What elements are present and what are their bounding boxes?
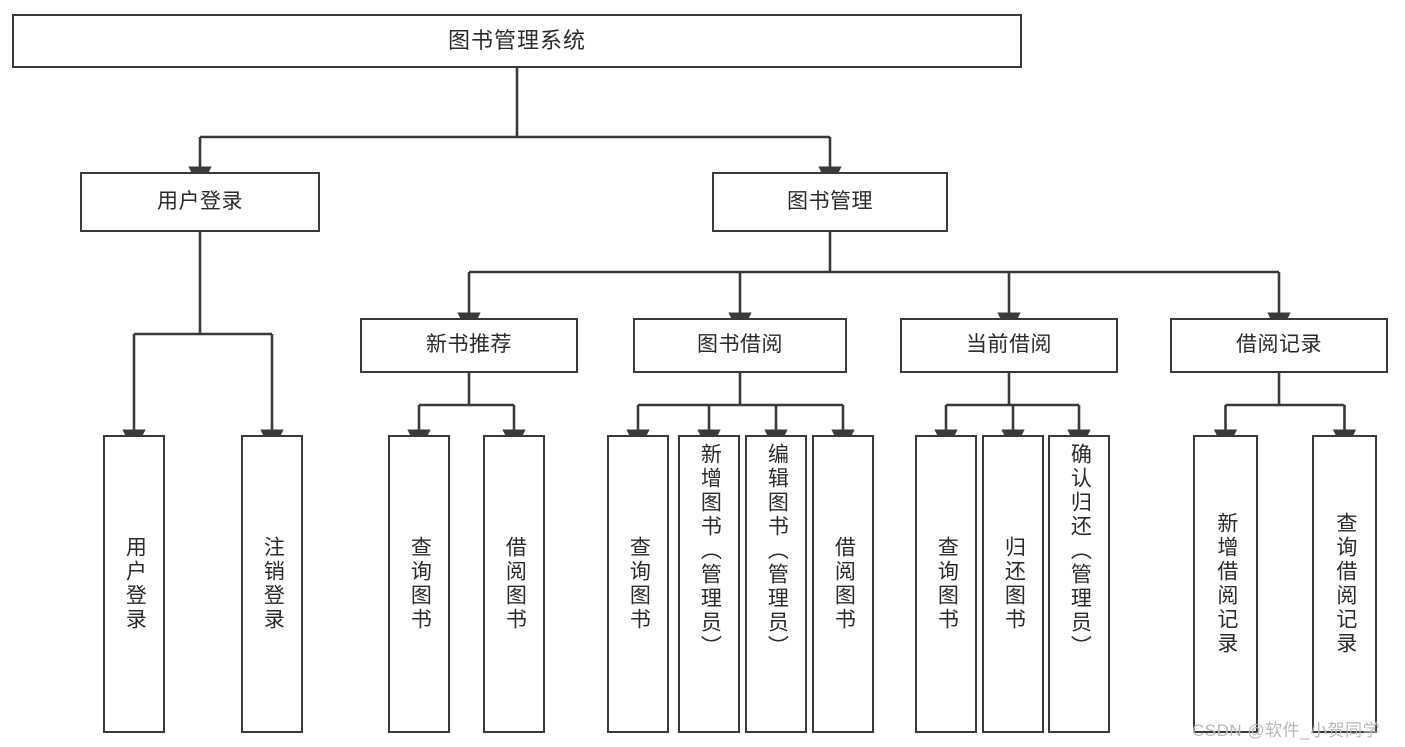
- node-label: 借阅图书: [832, 536, 856, 632]
- node-leaf-query-book-3[interactable]: 查询图书: [915, 435, 977, 733]
- node-label: 图书借阅: [697, 333, 783, 357]
- node-current-borrow[interactable]: 当前借阅: [900, 318, 1118, 373]
- node-label: 借阅记录: [1236, 333, 1322, 357]
- node-label: 归还图书: [1002, 536, 1026, 632]
- node-label: 查询图书: [627, 536, 651, 632]
- node-leaf-query-book-1[interactable]: 查询图书: [388, 435, 450, 733]
- node-leaf-query-book-2[interactable]: 查询图书: [607, 435, 669, 733]
- node-label: 图书管理系统: [447, 28, 586, 54]
- node-label: 借阅图书: [503, 536, 527, 632]
- node-label: 用户登录: [123, 536, 147, 632]
- node-root[interactable]: 图书管理系统: [12, 14, 1022, 68]
- node-leaf-confirm-return[interactable]: 确认归还（管理员）: [1048, 435, 1110, 733]
- watermark-text: CSDN @软件_小贺同学: [1192, 721, 1381, 740]
- node-leaf-add-record[interactable]: 新增借阅记录: [1193, 435, 1258, 733]
- node-new-book-recommend[interactable]: 新书推荐: [360, 318, 578, 373]
- node-label: 新增图书（管理员）: [698, 443, 722, 659]
- node-user-login[interactable]: 用户登录: [80, 172, 320, 232]
- node-leaf-borrow-book-1[interactable]: 借阅图书: [483, 435, 545, 733]
- node-label: 新增借阅记录: [1214, 512, 1238, 656]
- node-label: 查询图书: [408, 536, 432, 632]
- node-leaf-borrow-book-2[interactable]: 借阅图书: [812, 435, 874, 733]
- node-label: 确认归还（管理员）: [1068, 443, 1092, 659]
- node-leaf-return-book[interactable]: 归还图书: [982, 435, 1044, 733]
- node-leaf-edit-book[interactable]: 编辑图书（管理员）: [745, 435, 807, 733]
- node-label: 图书管理: [787, 189, 873, 213]
- node-label: 当前借阅: [966, 333, 1052, 357]
- node-borrow-record[interactable]: 借阅记录: [1170, 318, 1388, 373]
- node-leaf-user-login[interactable]: 用户登录: [103, 435, 165, 733]
- node-book-borrow[interactable]: 图书借阅: [633, 318, 847, 373]
- node-label: 编辑图书（管理员）: [765, 443, 789, 659]
- node-leaf-logout[interactable]: 注销登录: [241, 435, 303, 733]
- node-label: 用户登录: [157, 189, 243, 213]
- node-leaf-query-record[interactable]: 查询借阅记录: [1312, 435, 1377, 733]
- node-label: 查询图书: [935, 536, 959, 632]
- tree-edges: [122, 68, 1357, 453]
- node-label: 查询借阅记录: [1333, 512, 1357, 656]
- node-book-manage[interactable]: 图书管理: [712, 172, 948, 232]
- node-leaf-add-book[interactable]: 新增图书（管理员）: [678, 435, 740, 733]
- node-label: 注销登录: [261, 536, 285, 632]
- node-label: 新书推荐: [426, 333, 512, 357]
